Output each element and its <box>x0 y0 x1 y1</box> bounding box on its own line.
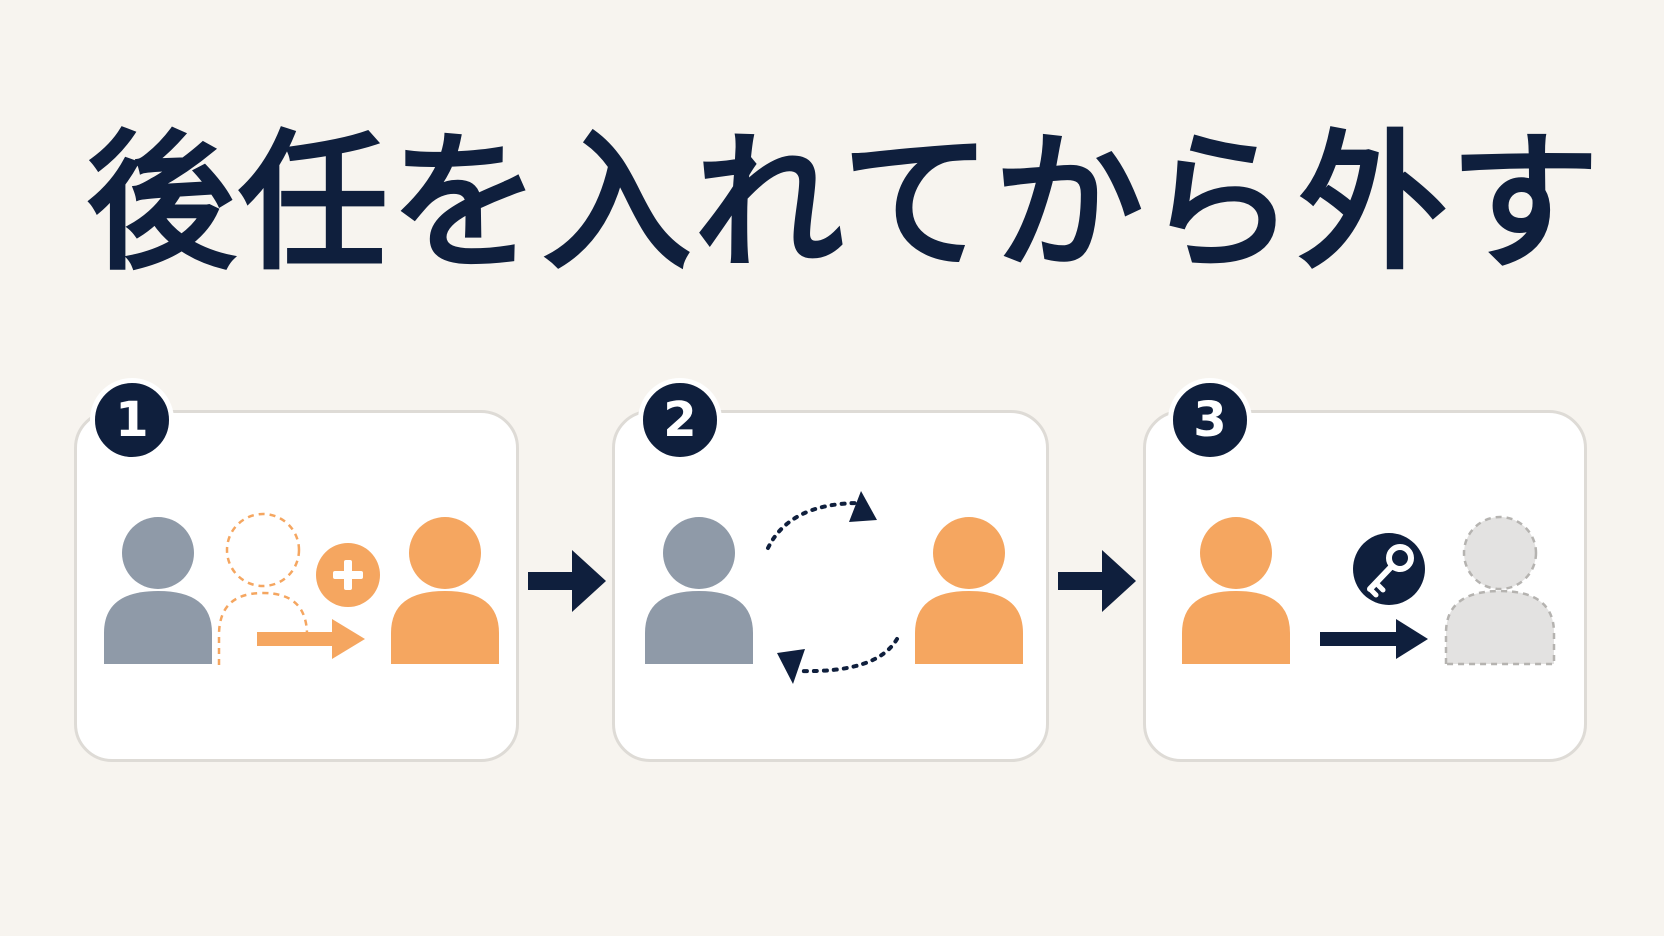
person-removed-ghost-icon <box>1444 515 1556 666</box>
flow-arrow-2-to-3 <box>1058 546 1138 620</box>
step-badge-1: 1 <box>90 378 174 462</box>
person-successor-icon <box>391 517 499 664</box>
arrow-right-icon <box>528 550 606 612</box>
dotted-exchange-arrows-icon <box>766 491 899 684</box>
step-badge-2: 2 <box>638 378 722 462</box>
person-current-icon <box>645 517 753 664</box>
flow-arrow-1-to-2 <box>528 546 608 620</box>
person-current-icon <box>104 517 212 664</box>
page-title: 後任を入れてから外す <box>86 115 1602 291</box>
person-successor-icon <box>1182 517 1290 664</box>
person-dashed-outline-icon <box>217 512 309 665</box>
arrow-right-icon <box>257 619 365 659</box>
person-successor-icon <box>915 517 1023 664</box>
step-panel-3 <box>1143 410 1587 762</box>
plus-badge-icon <box>316 543 380 607</box>
step-panel-2 <box>612 410 1049 762</box>
arrow-right-icon <box>1320 619 1428 659</box>
arrow-right-icon <box>1058 550 1136 612</box>
step-panel-1 <box>74 410 519 762</box>
step-badge-3: 3 <box>1168 378 1252 462</box>
key-badge-icon <box>1353 533 1425 605</box>
